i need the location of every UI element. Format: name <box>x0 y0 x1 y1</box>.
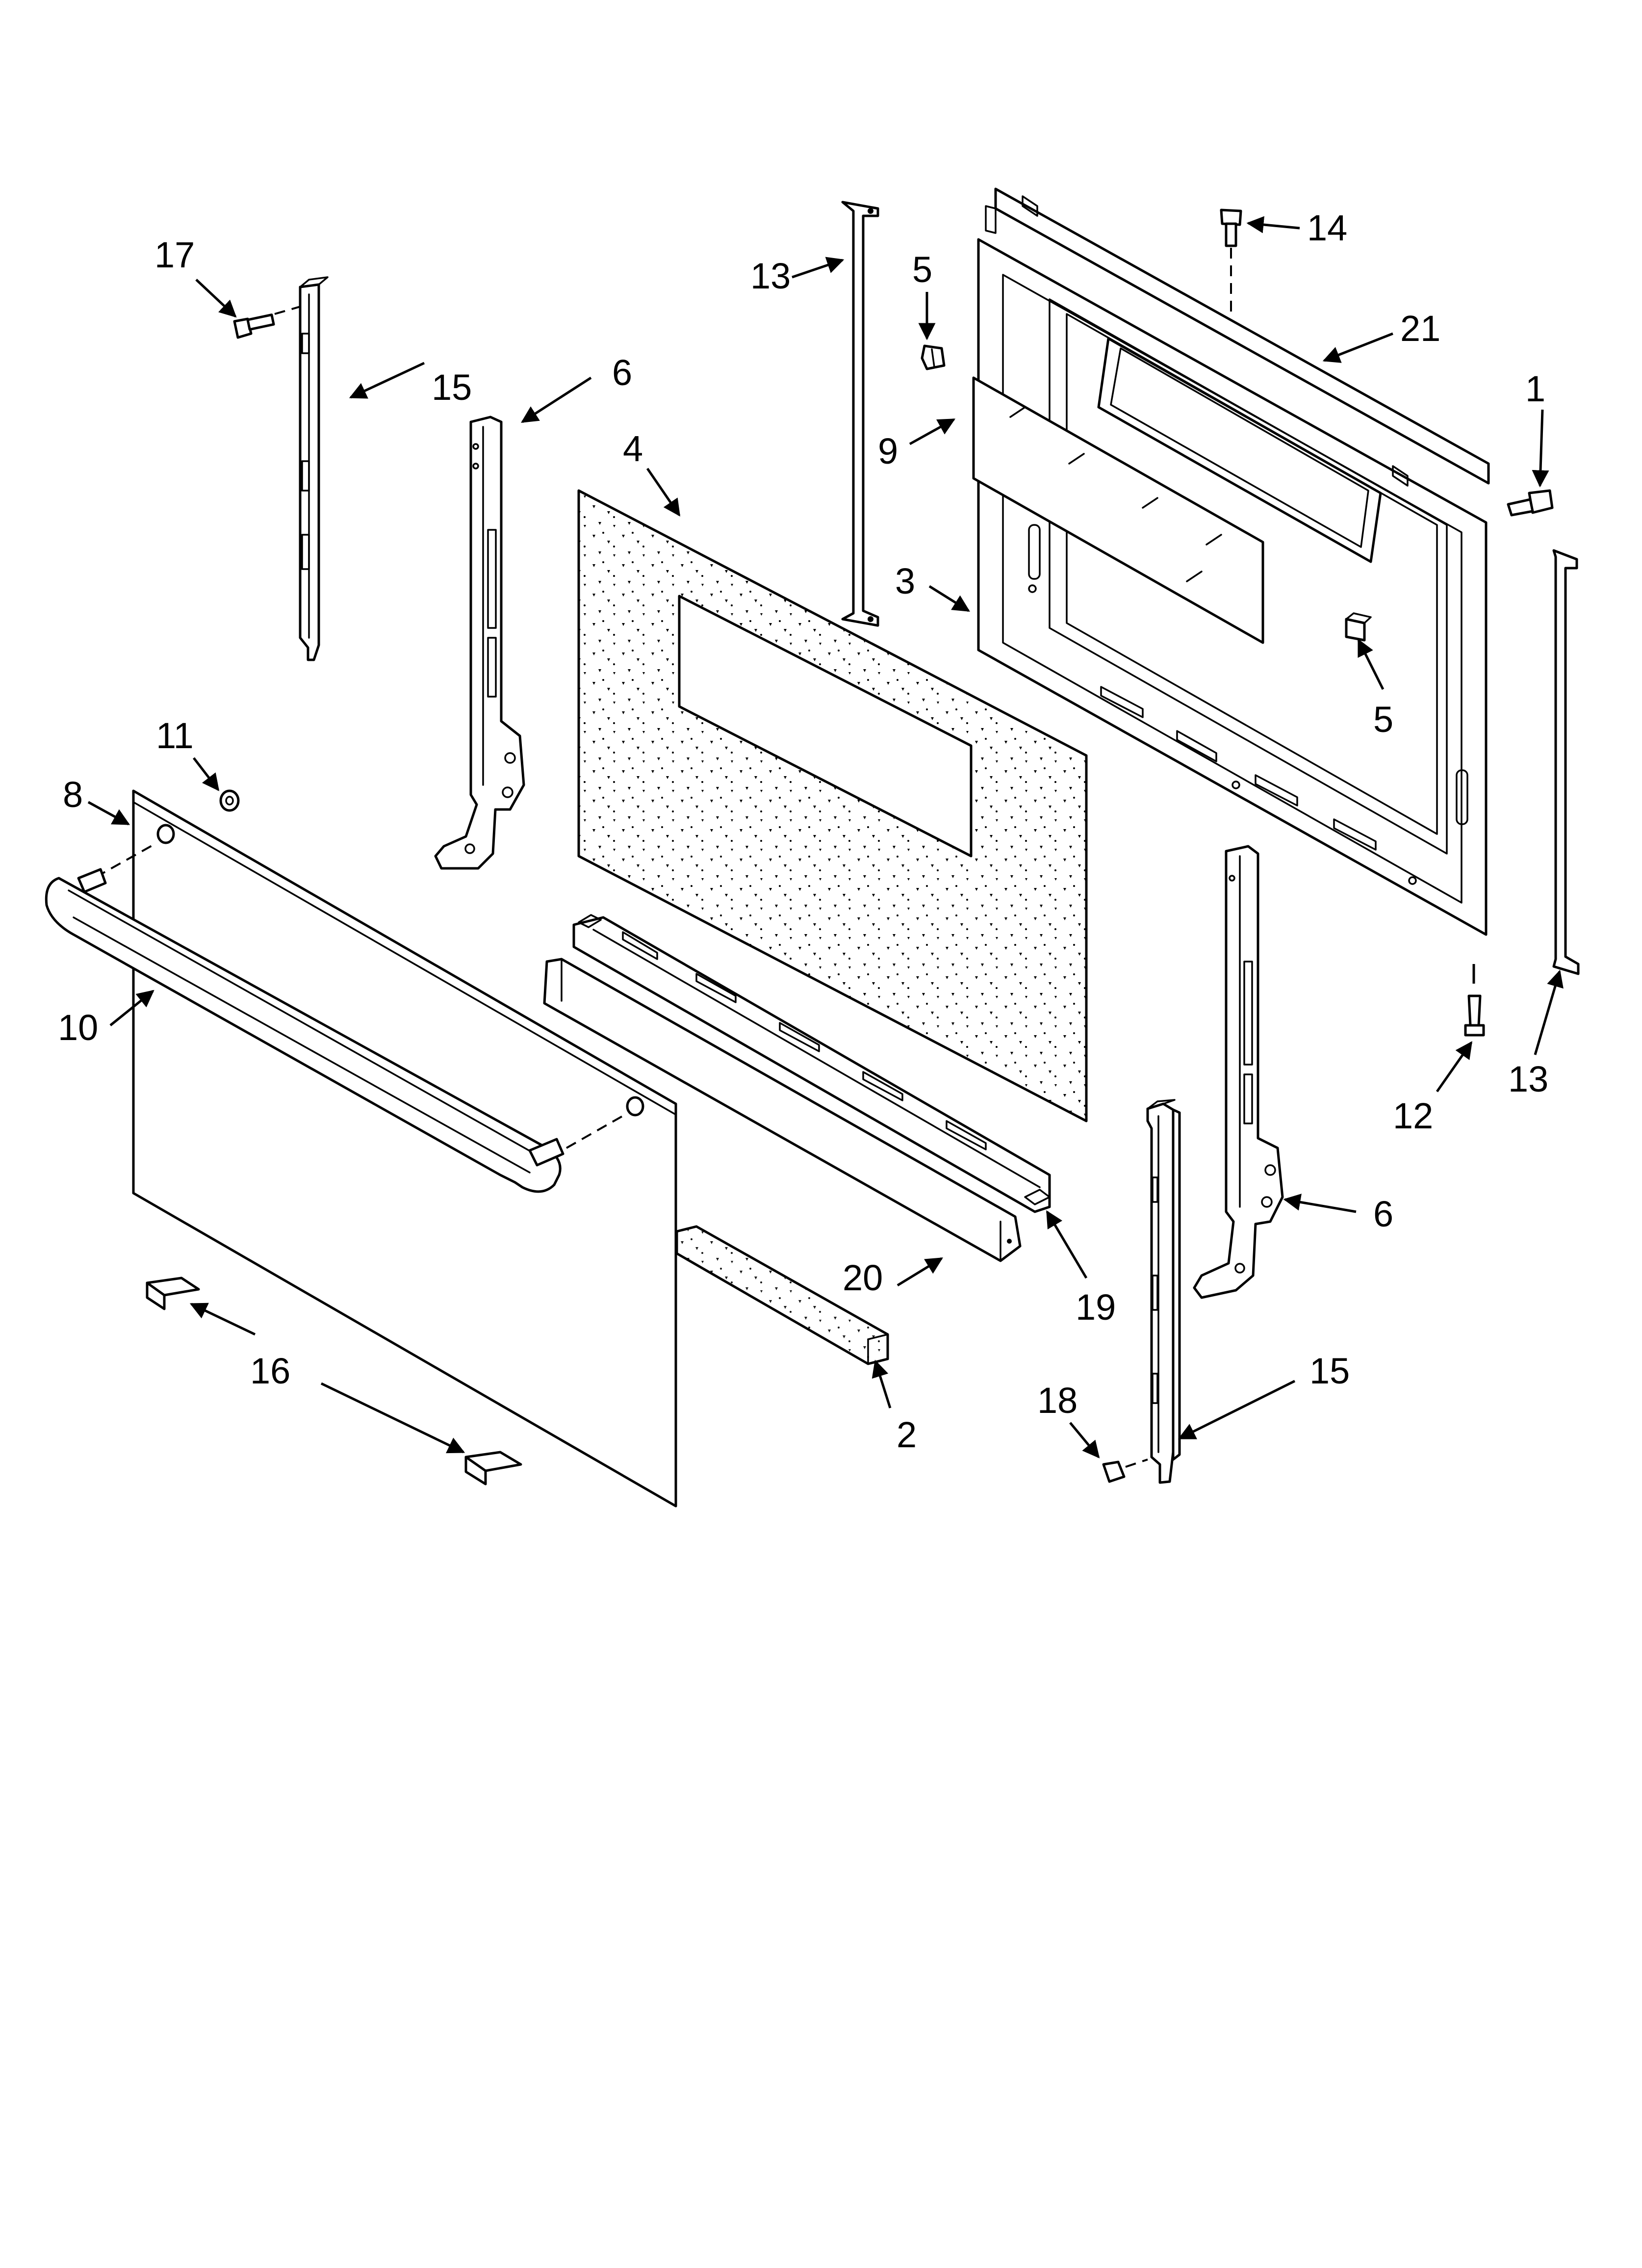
callout-14: 14 <box>1307 208 1347 248</box>
callout-15: 15 <box>432 367 472 408</box>
callout-13: 13 <box>750 256 791 296</box>
washer <box>219 789 240 812</box>
door-clip-lower <box>1345 612 1372 642</box>
callout-1: 1 <box>1525 368 1545 409</box>
leader-lines <box>87 216 1564 1459</box>
callout-15: 15 <box>1309 1351 1350 1391</box>
callout-17: 17 <box>154 235 195 275</box>
screw-18 <box>1102 1459 1148 1483</box>
callout-5: 5 <box>1373 699 1393 740</box>
outer-door-panel <box>95 789 677 1508</box>
panel-clip-upper <box>146 1277 200 1310</box>
panel-clip-lower <box>464 1451 522 1486</box>
callout-3: 3 <box>895 561 915 601</box>
callout-6: 6 <box>612 352 632 393</box>
callout-6: 6 <box>1373 1194 1393 1234</box>
callout-11: 11 <box>156 715 194 756</box>
callout-16: 16 <box>250 1351 290 1391</box>
callout-19: 19 <box>1076 1287 1116 1328</box>
callout-4: 4 <box>623 428 643 469</box>
hinge-receiver-right <box>1146 1099 1181 1484</box>
screw-12 <box>1464 964 1485 1037</box>
hinge-right <box>1193 845 1284 1299</box>
insulation-panel <box>577 489 1088 1122</box>
callout-20: 20 <box>843 1257 883 1298</box>
callout-12: 12 <box>1393 1095 1433 1136</box>
side-trim-right <box>1552 549 1580 975</box>
screw-14 <box>1220 209 1242 314</box>
callout-labels: 17 15 6 4 13 5 14 21 1 9 3 5 11 8 10 12 … <box>58 208 1548 1455</box>
callout-18: 18 <box>1037 1380 1078 1421</box>
callout-13: 13 <box>1508 1059 1548 1099</box>
callout-10: 10 <box>58 1007 98 1048</box>
screw-1 <box>1507 489 1554 517</box>
glass-window <box>972 376 1264 644</box>
callout-5: 5 <box>912 249 932 290</box>
hinge-receiver-left <box>299 276 329 661</box>
door-clip-upper <box>921 344 946 370</box>
lower-channel <box>572 914 1051 1213</box>
callout-2: 2 <box>897 1414 917 1455</box>
vent-trim <box>543 958 1022 1262</box>
hinge-left <box>434 416 525 870</box>
callout-21: 21 <box>1400 308 1440 349</box>
callout-8: 8 <box>63 774 83 815</box>
callout-9: 9 <box>878 431 898 471</box>
door-handle <box>45 868 564 1193</box>
side-trim-left <box>841 201 879 627</box>
top-trim <box>985 187 1490 487</box>
screw-17 <box>233 306 301 339</box>
